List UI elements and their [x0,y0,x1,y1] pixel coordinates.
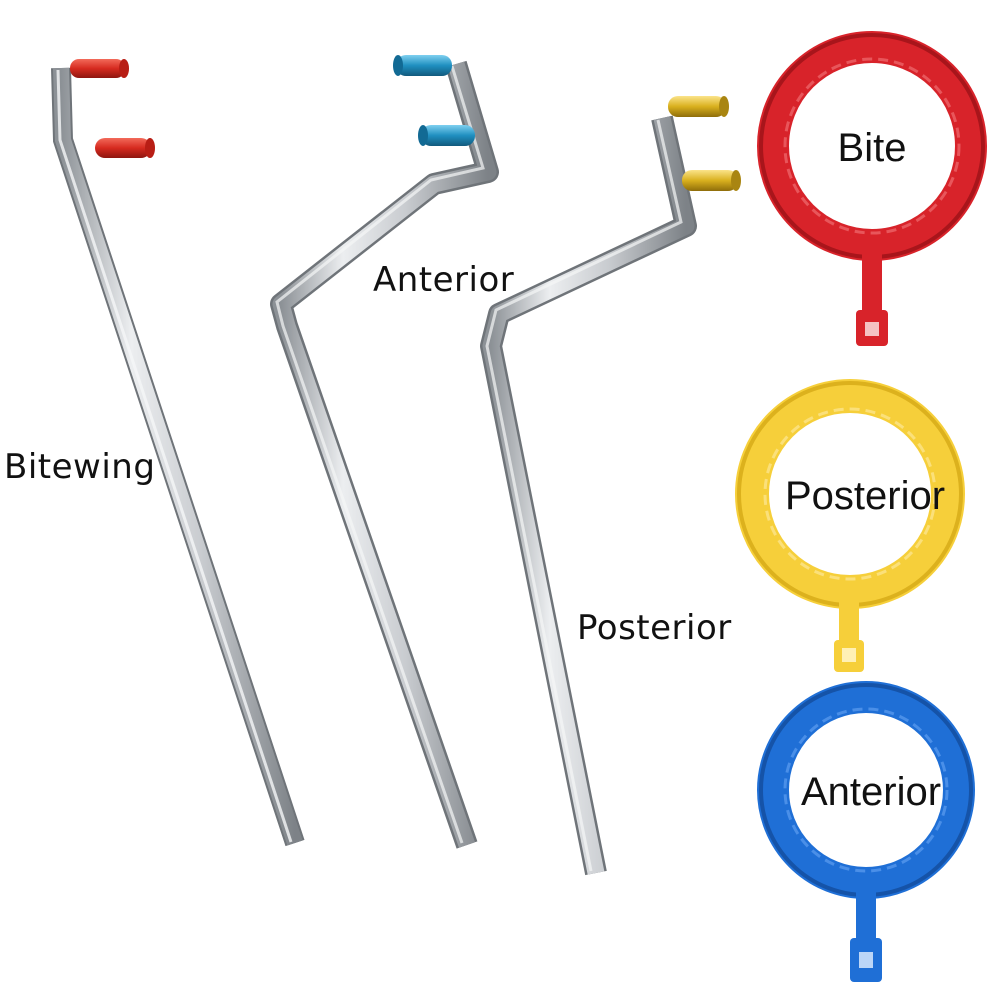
anterior-ring-label: Anterior [800,770,942,814]
bite-ring-label: Bite [837,126,907,170]
posterior-ring-label: Posterior [784,474,946,518]
posterior-ring [735,379,965,672]
anterior-pin-bottom [418,125,475,146]
posterior-rod [480,96,741,876]
anterior-ring [757,681,975,982]
bitewing-label: Bitewing [4,447,156,487]
posterior-rod-label: Posterior [577,608,732,648]
bite-ring [757,31,987,346]
anterior-rod-label: Anterior [373,260,515,300]
posterior-pin-bottom [682,170,741,191]
posterior-pin-top [668,96,729,117]
anterior-pin-top [393,55,452,76]
bitewing-rod [51,59,305,847]
bitewing-pin-bottom [95,138,155,158]
anterior-rod [270,55,499,849]
bitewing-pin-top [70,59,129,78]
